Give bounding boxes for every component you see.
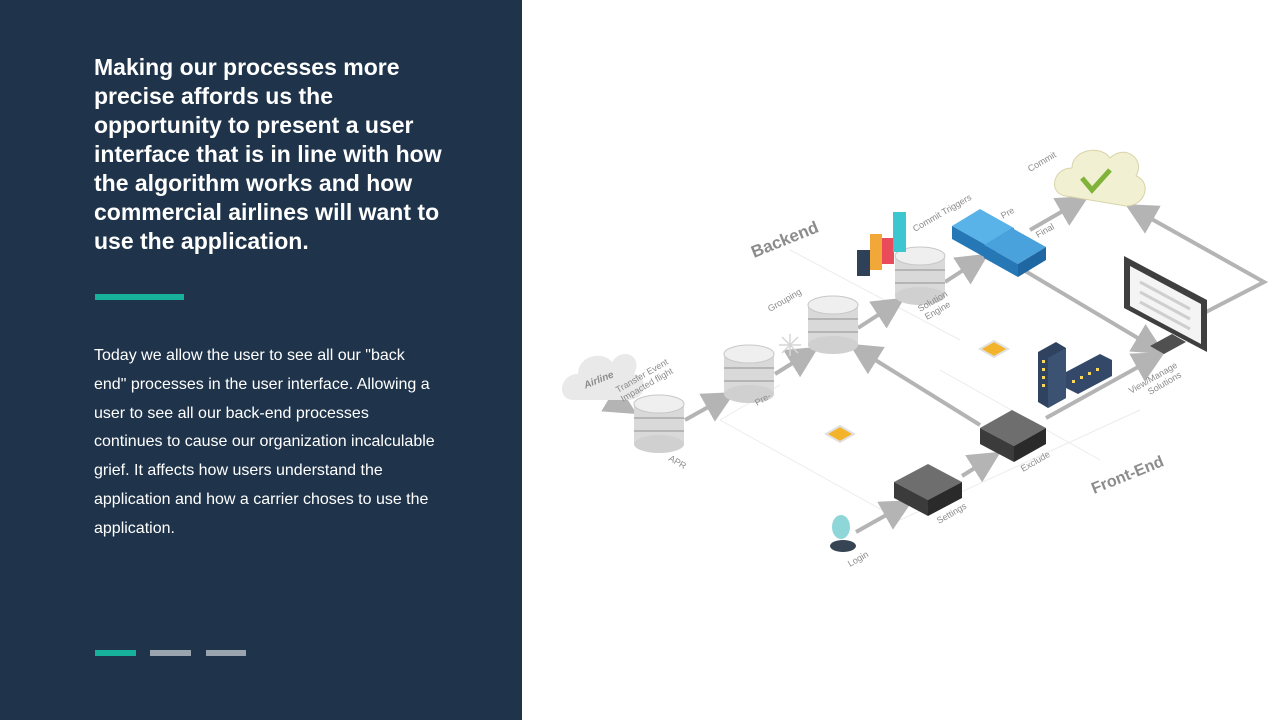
apr-label: APR (667, 453, 688, 471)
arrow-solution-to-commit-triggers (943, 253, 989, 285)
airline-cloud-icon: Airline (561, 353, 645, 400)
final-block-icon (984, 228, 1046, 277)
arrow-grouping-to-solution (856, 297, 905, 330)
pre-database-icon (723, 344, 775, 403)
check-icon (1080, 168, 1112, 194)
pager-dot-2[interactable] (150, 650, 191, 656)
arrow-login-to-settings (855, 500, 913, 534)
arrow-final-to-view (1008, 260, 1165, 355)
bar-chart-icon (857, 212, 906, 276)
arrow-apr-to-pre (684, 392, 735, 422)
sparkle-icon (779, 334, 801, 356)
monitor-icon (1124, 256, 1207, 354)
commit-label: Commit (1026, 149, 1058, 173)
pager-dot-3[interactable] (206, 650, 246, 656)
arrow-monitor-to-cloud (1125, 204, 1269, 314)
buildings-icon (1038, 342, 1112, 408)
exclude-box-icon (980, 410, 1046, 462)
architecture-diagram: Airline (561, 149, 1269, 569)
backend-section-label: Backend (748, 218, 821, 262)
left-panel: Making our processes more precise afford… (0, 0, 522, 720)
arrow-exclude-to-view (1045, 352, 1165, 420)
chip-icon-lower (823, 424, 857, 444)
frontend-section-label: Front-End (1089, 453, 1166, 497)
settings-box-icon (894, 464, 962, 516)
arrow-settings-to-exclude (960, 451, 1001, 483)
commit-cloud-icon (1054, 149, 1146, 207)
headline: Making our processes more precise afford… (94, 54, 442, 254)
grouping-label: Grouping (766, 287, 803, 314)
solution-engine-database-icon (894, 246, 946, 305)
arrow-final-to-commit (1029, 196, 1089, 232)
pre-label: Pre (999, 205, 1016, 221)
user-avatar-icon (830, 515, 856, 552)
chip-icon-upper (977, 339, 1011, 359)
grouping-database-icon (807, 295, 859, 354)
arrow-pre-to-grouping (773, 346, 819, 378)
arrow-exclude-to-grouping (849, 343, 982, 427)
pager-dot-1-active[interactable] (95, 650, 136, 656)
body-text: Today we allow the user to see all our "… (94, 347, 435, 537)
accent-rule (95, 294, 184, 300)
login-label: Login (846, 549, 870, 569)
apr-database-icon (633, 394, 685, 453)
